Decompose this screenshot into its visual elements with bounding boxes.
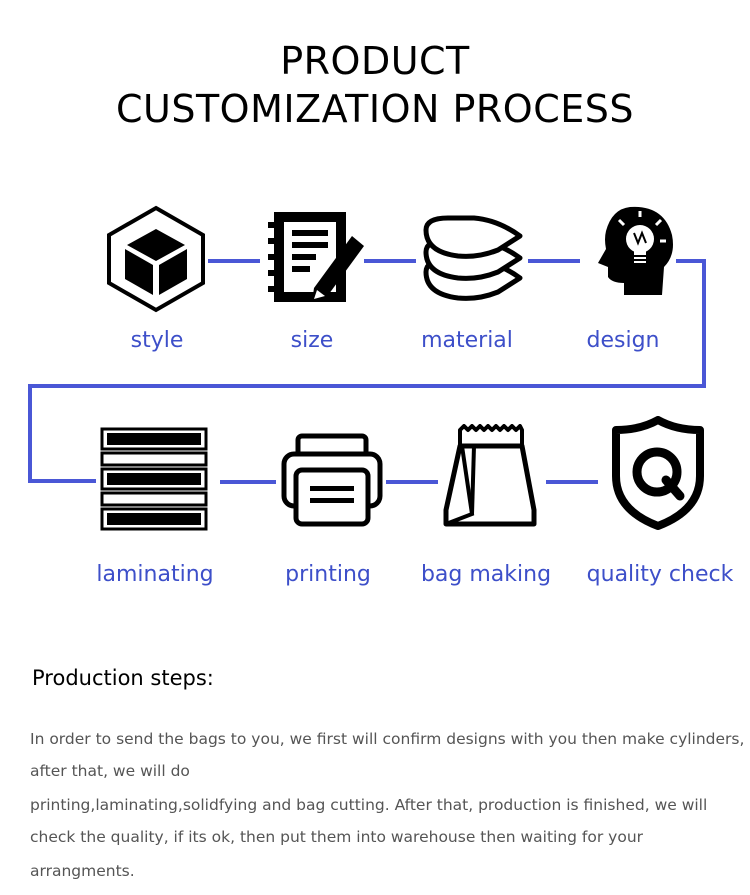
connector-design-right: [676, 259, 706, 263]
steps-line-4: check the quality, if its ok, then put t…: [30, 828, 644, 880]
title-line-2: CUSTOMIZATION PROCESS: [115, 87, 634, 131]
steps-line-2: after that, we will do: [30, 762, 190, 780]
step-label-material: material: [421, 328, 513, 353]
step-label-style: style: [130, 328, 184, 353]
production-steps-heading: Production steps:: [32, 666, 214, 690]
connector-material-design: [528, 259, 580, 263]
connector-left-vertical: [28, 384, 32, 483]
step-label-size: size: [290, 328, 334, 353]
connector-left-in: [28, 479, 96, 483]
head-lightbulb-icon: [598, 206, 673, 295]
connector-printing-bag: [386, 480, 438, 484]
bag-icon: [443, 424, 537, 527]
connector-bag-quality: [546, 480, 598, 484]
shield-q-icon: [612, 416, 704, 530]
connector-row-return: [28, 384, 706, 388]
connector-style-size: [208, 259, 260, 263]
connector-laminating-printing: [220, 480, 276, 484]
laminate-layers-icon: [100, 427, 208, 531]
step-label-laminating: laminating: [96, 562, 214, 587]
notepad-pencil-icon: [268, 212, 364, 302]
step-label-bag-making: bag making: [420, 562, 552, 587]
title-line-1: PRODUCT: [280, 39, 470, 83]
steps-line-1: In order to send the bags to you, we fir…: [30, 730, 745, 748]
steps-line-3: printing,laminating,solidfying and bag c…: [30, 796, 708, 814]
step-label-printing: printing: [285, 562, 371, 587]
layers-icon: [423, 215, 523, 301]
printer-icon: [281, 433, 383, 527]
connector-right-vertical: [702, 259, 706, 388]
cube-icon: [107, 205, 205, 313]
step-label-quality-check: quality check: [586, 562, 734, 587]
connector-size-material: [364, 259, 416, 263]
step-label-design: design: [586, 328, 660, 353]
